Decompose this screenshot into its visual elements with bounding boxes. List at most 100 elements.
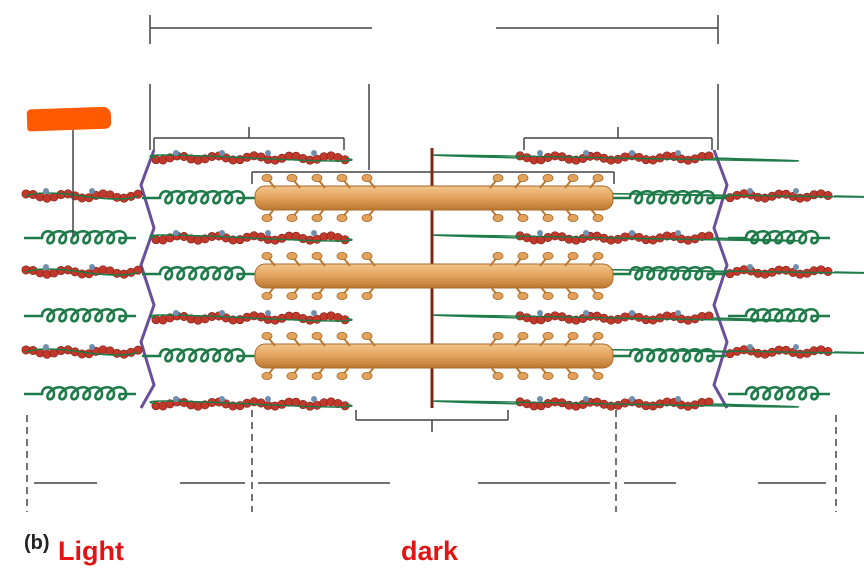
myosin-head	[337, 292, 347, 299]
myosin-head	[543, 174, 553, 181]
actin-bead	[705, 232, 713, 240]
myosin-head	[262, 372, 272, 379]
titin-coil	[728, 387, 830, 399]
myosin-head	[362, 174, 372, 181]
troponin-complex	[265, 230, 271, 236]
titin-coil	[142, 191, 256, 203]
myosin-head	[312, 332, 322, 339]
myosin-shaft	[255, 264, 613, 288]
myosin-head	[568, 214, 578, 221]
myosin-shaft	[255, 186, 613, 210]
myosin-head	[262, 332, 272, 339]
troponin-complex	[629, 150, 635, 156]
troponin-complex	[219, 230, 225, 236]
myosin-head	[518, 214, 528, 221]
troponin-complex	[265, 150, 271, 156]
thick-filament	[255, 252, 613, 299]
troponin-complex	[583, 150, 589, 156]
titin-inner-right	[612, 191, 726, 203]
myosin-head	[518, 174, 528, 181]
light-band-label: Light	[58, 536, 124, 567]
troponin-complex	[793, 264, 799, 270]
actin-bead	[824, 191, 832, 199]
myosin-head	[543, 332, 553, 339]
actin-bead	[341, 156, 349, 164]
titin-outer-left	[24, 231, 136, 243]
myosin-head	[518, 332, 528, 339]
troponin-complex	[89, 344, 95, 350]
thin-filament-right	[434, 396, 799, 410]
myosin-head	[593, 292, 603, 299]
actin-bead	[705, 152, 713, 160]
myosin-head	[312, 292, 322, 299]
titin-coil	[24, 231, 136, 243]
troponin-complex	[793, 188, 799, 194]
myosin-head	[593, 332, 603, 339]
myosin-head	[362, 252, 372, 259]
actin-bead	[705, 398, 713, 406]
actin-bead	[824, 267, 832, 275]
myosin-head	[568, 372, 578, 379]
troponin-complex	[89, 264, 95, 270]
thin-filament-outer-right	[573, 264, 864, 278]
myosin-head	[287, 174, 297, 181]
titin-inner-right	[612, 267, 726, 279]
myosin-head	[337, 214, 347, 221]
troponin-complex	[583, 396, 589, 402]
myosin-head	[518, 372, 528, 379]
troponin-complex	[793, 344, 799, 350]
troponin-complex	[537, 230, 543, 236]
troponin-complex	[311, 150, 317, 156]
myosin-head	[287, 214, 297, 221]
troponin-complex	[219, 396, 225, 402]
troponin-complex	[173, 230, 179, 236]
thick-filaments	[255, 174, 613, 379]
myosin-head	[593, 174, 603, 181]
troponin-complex	[537, 396, 543, 402]
myosin-head	[543, 372, 553, 379]
thin-filament-outer-left	[22, 344, 142, 358]
troponin-complex	[583, 310, 589, 316]
troponin-complex	[219, 310, 225, 316]
myosin-head	[493, 252, 503, 259]
myosin-head	[518, 292, 528, 299]
panel-letter: (b)	[24, 532, 50, 555]
myosin-head	[337, 252, 347, 259]
myosin-head	[337, 174, 347, 181]
myosin-head	[493, 332, 503, 339]
myosin-head	[543, 214, 553, 221]
troponin-complex	[173, 150, 179, 156]
titin-outer-left	[24, 309, 136, 321]
titin-coil	[24, 309, 136, 321]
myosin-head	[362, 292, 372, 299]
myosin-head	[543, 252, 553, 259]
myosin-head	[337, 372, 347, 379]
titin-inner-left	[142, 191, 256, 203]
troponin-complex	[675, 230, 681, 236]
troponin-complex	[43, 344, 49, 350]
thick-filament	[255, 332, 613, 379]
z-disc-left	[141, 150, 154, 408]
troponin-complex	[311, 396, 317, 402]
troponin-complex	[311, 230, 317, 236]
myosin-head	[262, 174, 272, 181]
myosin-head	[593, 252, 603, 259]
actin-bead	[341, 236, 349, 244]
troponin-complex	[629, 310, 635, 316]
titin-inner-left	[142, 267, 256, 279]
myosin-head	[568, 332, 578, 339]
troponin-complex	[675, 150, 681, 156]
troponin-complex	[747, 344, 753, 350]
troponin-complex	[629, 230, 635, 236]
troponin-complex	[747, 188, 753, 194]
myosin-head	[543, 292, 553, 299]
myosin-head	[262, 252, 272, 259]
myosin-head	[493, 174, 503, 181]
troponin-complex	[675, 396, 681, 402]
myosin-head	[312, 214, 322, 221]
myosin-head	[568, 174, 578, 181]
myosin-head	[518, 252, 528, 259]
myosin-head	[593, 372, 603, 379]
